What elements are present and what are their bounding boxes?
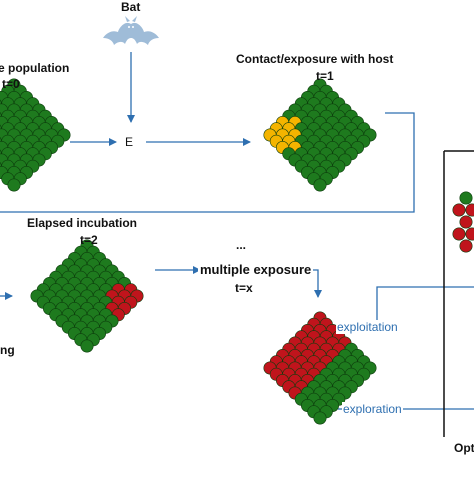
population-dot: [452, 227, 466, 241]
population-dot: [465, 203, 474, 217]
incubation-label: Elapsed incubation: [27, 216, 138, 230]
multiple-exposure-label: multiple exposure: [198, 262, 314, 277]
bat-icon: [103, 16, 159, 45]
contact-label: Contact/exposure with host: [236, 52, 394, 66]
e-node-label: E: [125, 135, 134, 149]
incubation-cluster-t2: [30, 239, 144, 353]
connectors: [0, 52, 474, 410]
population-cluster-t0: [0, 78, 71, 192]
ng-label: ng: [0, 343, 15, 357]
contact-cluster-t1: [263, 78, 377, 192]
t1-label: t=1: [316, 69, 334, 83]
exploration-label: exploration: [342, 402, 403, 416]
population-dot: [459, 191, 473, 205]
population-dot: [465, 227, 474, 241]
population-dot: [452, 203, 466, 217]
bat-label: Bat: [121, 0, 141, 14]
population-label: e population: [0, 61, 70, 75]
population-dot: [7, 178, 21, 192]
opt-label: Opt: [454, 441, 474, 455]
exploitation-label: exploitation: [336, 320, 399, 334]
opt-cluster-partial: [452, 191, 474, 253]
population-dot: [80, 339, 94, 353]
contact-loop-connector: [0, 112, 415, 213]
clusters: [0, 78, 474, 425]
population-dot: [459, 215, 473, 229]
population-dot: [459, 239, 473, 253]
t0-label: t=0: [2, 77, 20, 91]
ellipsis-label: ...: [236, 238, 247, 252]
population-dot: [313, 178, 327, 192]
tx-label: t=x: [235, 281, 253, 295]
population-dot: [313, 411, 327, 425]
final-cluster-tx: [263, 311, 377, 425]
t2-label: t=2: [80, 233, 98, 247]
